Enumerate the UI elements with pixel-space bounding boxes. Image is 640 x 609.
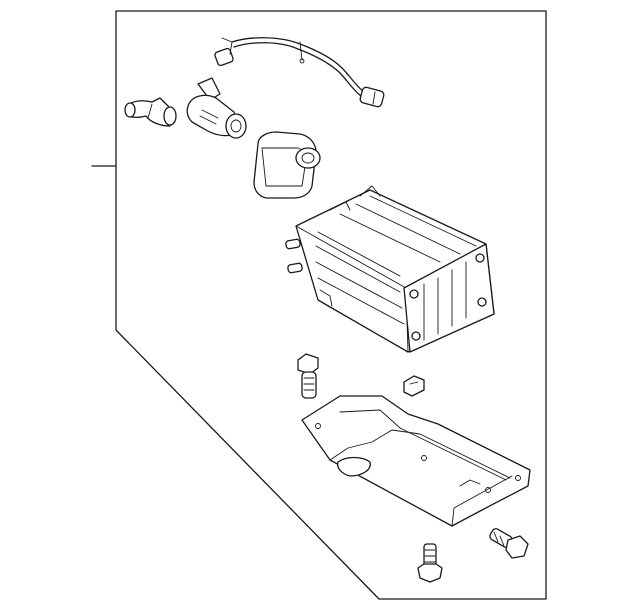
- bracket-bolt[interactable]: [488, 527, 529, 559]
- stud[interactable]: [417, 543, 443, 583]
- vapor-canister[interactable]: [285, 185, 495, 353]
- harness-connector-right: [359, 86, 385, 108]
- assembly-frame: [91, 10, 547, 600]
- harness-connector-left: [214, 47, 234, 67]
- mounting-bolt[interactable]: [297, 353, 319, 399]
- hose-fitting[interactable]: [124, 97, 177, 127]
- vent-valve[interactable]: [186, 77, 247, 139]
- filter[interactable]: [253, 131, 321, 199]
- wiring-harness[interactable]: [214, 37, 385, 108]
- canister-bracket[interactable]: [301, 395, 531, 527]
- clip[interactable]: [403, 375, 425, 397]
